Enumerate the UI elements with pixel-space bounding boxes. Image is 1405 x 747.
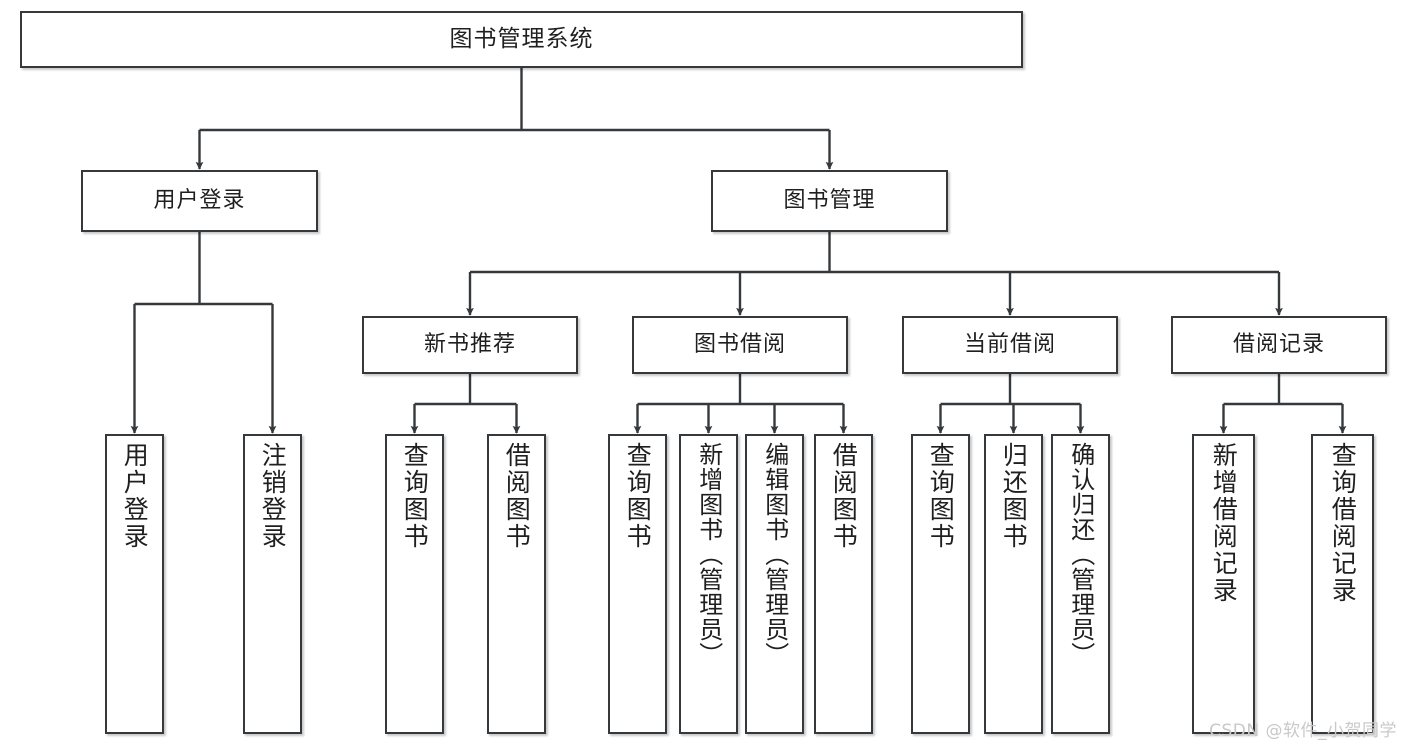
node-label: 新书推荐 [423, 332, 516, 358]
node-leaf-add-borrow-record[interactable]: 新增借阅记录 [1192, 434, 1255, 734]
node-current-borrow[interactable]: 当前借阅 [902, 316, 1118, 374]
node-root[interactable]: 图书管理系统 [20, 11, 1023, 68]
node-leaf-edit-book-admin[interactable]: 编辑图书（管理员） [745, 434, 804, 734]
node-borrow-record[interactable]: 借阅记录 [1171, 316, 1387, 374]
node-label: 借阅图书 [502, 442, 532, 550]
node-label: 注销登录 [258, 442, 288, 550]
node-leaf-borrow-book-2[interactable]: 借阅图书 [814, 434, 873, 734]
node-label: 图书管理 [783, 188, 876, 214]
node-user-login[interactable]: 用户登录 [81, 170, 318, 232]
node-label: 当前借阅 [963, 332, 1056, 358]
node-book-borrow[interactable]: 图书借阅 [632, 316, 848, 374]
node-label: 图书管理系统 [449, 25, 594, 52]
node-label: 图书借阅 [693, 332, 786, 358]
node-leaf-query-book-1[interactable]: 查询图书 [385, 434, 444, 734]
node-leaf-logout-login[interactable]: 注销登录 [243, 434, 302, 734]
node-label: 借阅图书 [829, 442, 859, 550]
node-label: 归还图书 [999, 442, 1029, 550]
node-leaf-query-book-3[interactable]: 查询图书 [911, 434, 970, 734]
node-leaf-return-book[interactable]: 归还图书 [984, 434, 1043, 734]
node-leaf-user-login[interactable]: 用户登录 [105, 434, 164, 734]
node-label: 借阅记录 [1232, 332, 1325, 358]
node-label: 查询借阅记录 [1328, 442, 1358, 604]
node-new-book-recommend[interactable]: 新书推荐 [362, 316, 578, 374]
csdn-watermark: CSDN @软件_小贺同学 [1209, 721, 1397, 741]
node-label: 用户登录 [153, 188, 246, 214]
node-leaf-add-book-admin[interactable]: 新增图书（管理员） [679, 434, 738, 734]
node-label: 查询图书 [400, 442, 430, 550]
node-label: 编辑图书（管理员） [760, 442, 789, 667]
node-leaf-query-book-2[interactable]: 查询图书 [608, 434, 667, 734]
node-label: 新增借阅记录 [1209, 442, 1239, 604]
node-label: 查询图书 [623, 442, 653, 550]
node-label: 查询图书 [926, 442, 956, 550]
node-leaf-borrow-book-1[interactable]: 借阅图书 [487, 434, 546, 734]
node-leaf-confirm-return-admin[interactable]: 确认归还（管理员） [1051, 434, 1110, 734]
node-label: 新增图书（管理员） [694, 442, 723, 667]
node-leaf-query-borrow-record[interactable]: 查询借阅记录 [1311, 434, 1374, 734]
node-label: 用户登录 [120, 442, 150, 550]
node-label: 确认归还（管理员） [1066, 442, 1095, 667]
node-book-manage[interactable]: 图书管理 [711, 170, 948, 232]
